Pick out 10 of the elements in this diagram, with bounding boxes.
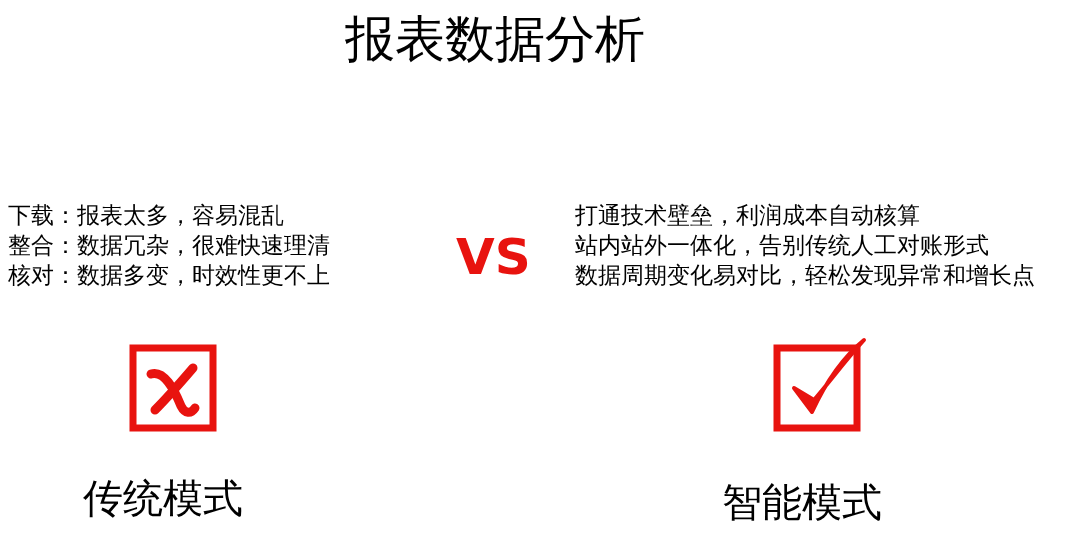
title: 报表数据分析 xyxy=(345,12,645,67)
versus-label: VS xyxy=(456,230,531,285)
text-line: 核对：数据多变，时效性更不上 xyxy=(8,263,330,289)
text-line: 下载：报表太多，容易混乱 xyxy=(8,203,284,229)
text-line: 打通技术壁垒，利润成本自动核算 xyxy=(575,203,920,229)
caption: 传统模式 xyxy=(83,476,243,520)
text-line: 站内站外一体化，告别传统人工对账形式 xyxy=(575,233,989,259)
text-line: 数据周期变化易对比，轻松发现异常和增长点 xyxy=(575,263,1035,289)
text-line: 整合：数据冗杂，很难快速理清 xyxy=(8,233,330,259)
caption: 智能模式 xyxy=(722,480,882,524)
